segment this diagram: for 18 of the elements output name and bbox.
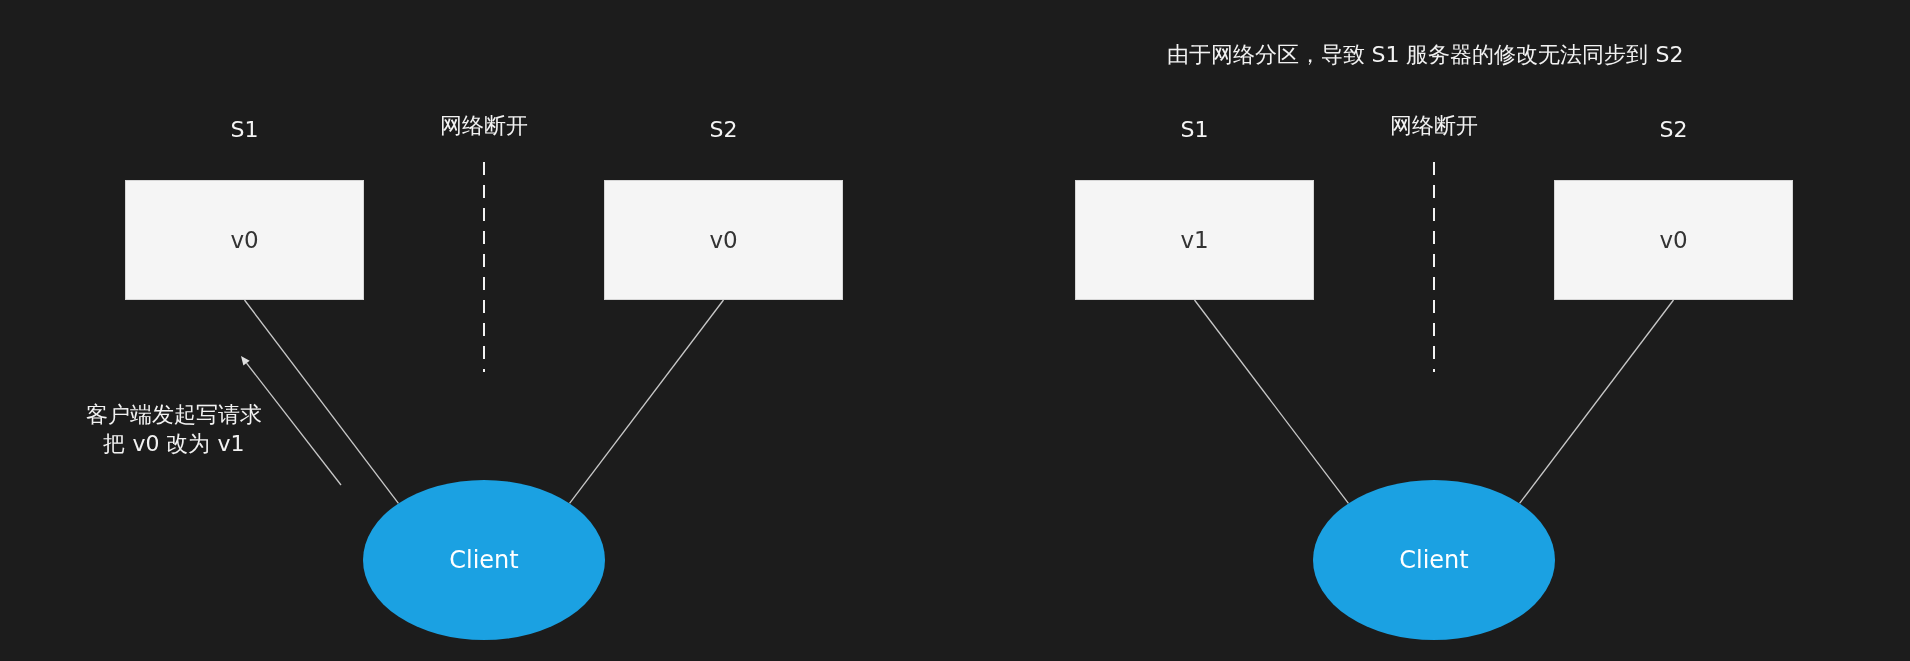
server-box: v0 bbox=[1554, 180, 1793, 300]
server-label: S2 bbox=[1659, 116, 1688, 144]
server-box: v0 bbox=[604, 180, 843, 300]
connector-line bbox=[1518, 299, 1675, 505]
partition-label: 网络断开 bbox=[440, 111, 528, 140]
connector-line bbox=[1193, 299, 1350, 505]
note-text: 客户端发起写请求把 v0 改为 v1 bbox=[85, 401, 263, 458]
connector-line bbox=[568, 299, 725, 505]
connector-line bbox=[243, 299, 400, 505]
server-label: S2 bbox=[709, 116, 738, 144]
partition-label: 网络断开 bbox=[1390, 111, 1478, 140]
server-box: v0 bbox=[125, 180, 364, 300]
server-label: S1 bbox=[230, 116, 259, 144]
client-ellipse: Client bbox=[1313, 480, 1555, 640]
client-ellipse: Client bbox=[363, 480, 605, 640]
server-box: v1 bbox=[1075, 180, 1314, 300]
server-label: S1 bbox=[1180, 116, 1209, 144]
heading-text: 由于网络分区，导致 S1 服务器的修改无法同步到 S2 bbox=[1166, 40, 1684, 69]
